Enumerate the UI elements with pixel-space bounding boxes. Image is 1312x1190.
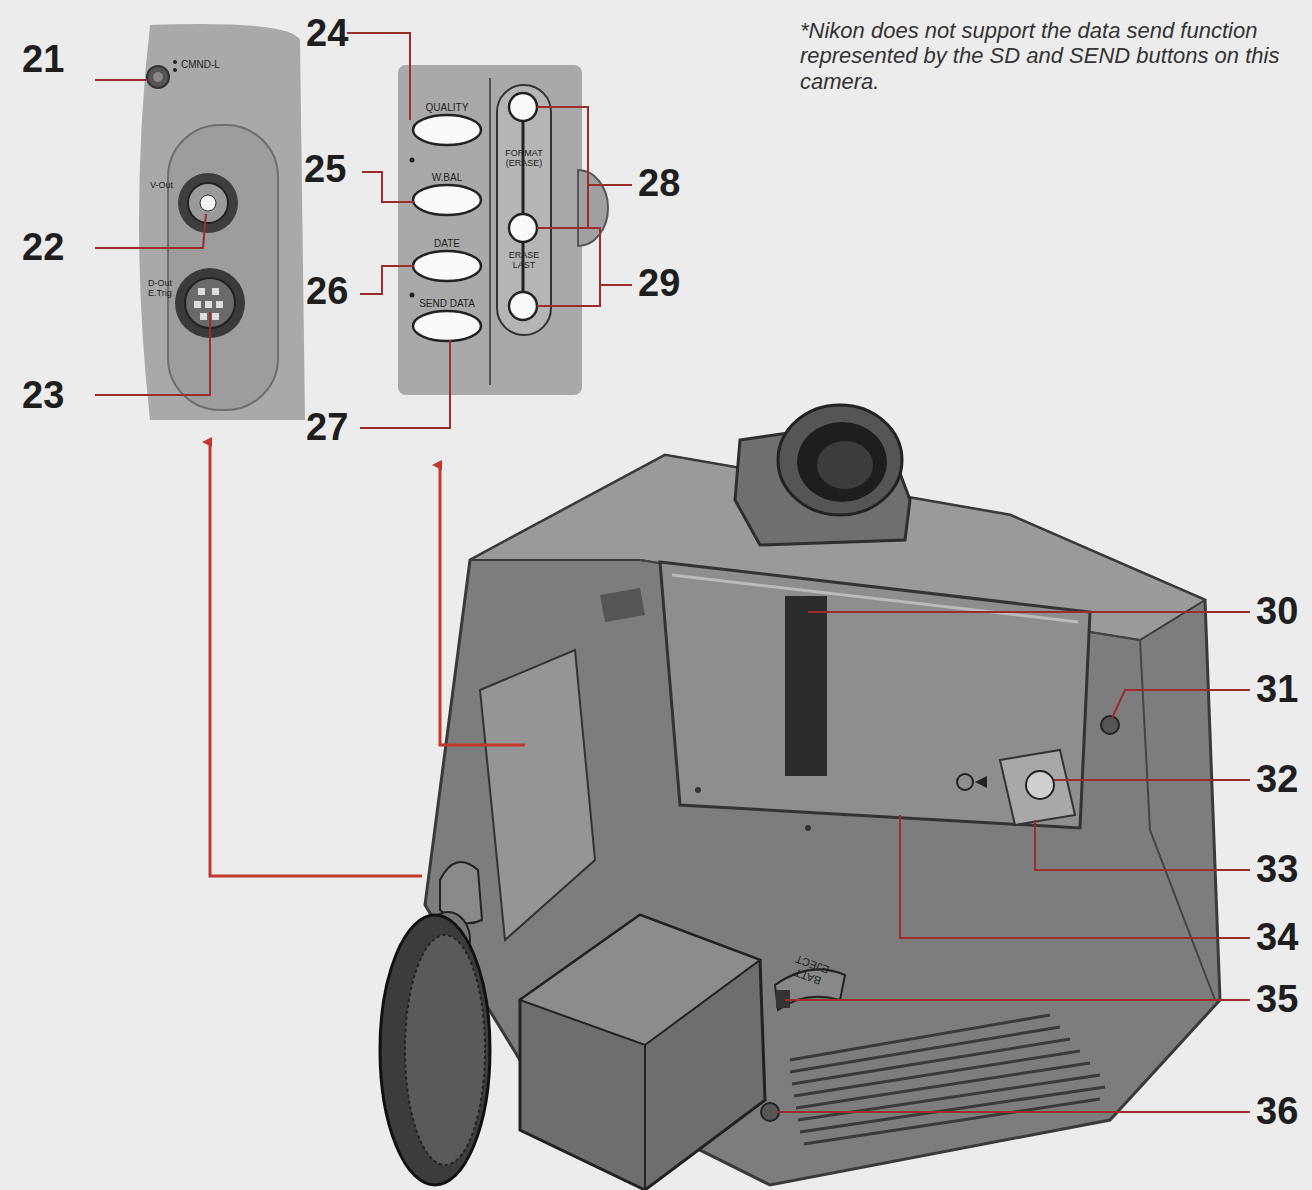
leader-line (95, 33, 1250, 1112)
callout-number: 31 (1256, 668, 1298, 712)
callout-number: 26 (306, 270, 348, 314)
callout-number: 24 (306, 12, 348, 56)
callout-number: 23 (22, 374, 64, 418)
button-panel (398, 65, 608, 395)
panel-label: DATE (412, 238, 482, 250)
footnote: *Nikon does not support the data send fu… (800, 18, 1280, 94)
callout-number: 27 (306, 406, 348, 450)
panel-label: FORMAT (ERASE) (500, 148, 548, 169)
locator-arrow (210, 442, 525, 876)
panel-label: D-Out E.Trig (148, 278, 178, 299)
panel-label: W.BAL (412, 172, 482, 184)
callout-number: 35 (1256, 978, 1298, 1022)
panel-label: V-Out (150, 180, 180, 190)
callout-number: 25 (304, 148, 346, 192)
callout-number: 22 (22, 226, 64, 270)
callout-number: 32 (1256, 758, 1298, 802)
panel-label: SEND DATA (404, 298, 490, 310)
panel-label: CMND-L (181, 59, 251, 71)
panel-label: QUALITY (412, 102, 482, 114)
camera-body (380, 405, 1220, 1190)
callout-number: 30 (1256, 590, 1298, 634)
callout-number: 28 (638, 162, 680, 206)
connector-panel (139, 24, 305, 420)
panel-label: ERASE LAST (500, 250, 548, 271)
callout-number: 29 (638, 262, 680, 306)
callout-number: 34 (1256, 916, 1298, 960)
callout-number: 36 (1256, 1090, 1298, 1134)
callout-number: 21 (22, 38, 64, 82)
callout-number: 33 (1256, 848, 1298, 892)
